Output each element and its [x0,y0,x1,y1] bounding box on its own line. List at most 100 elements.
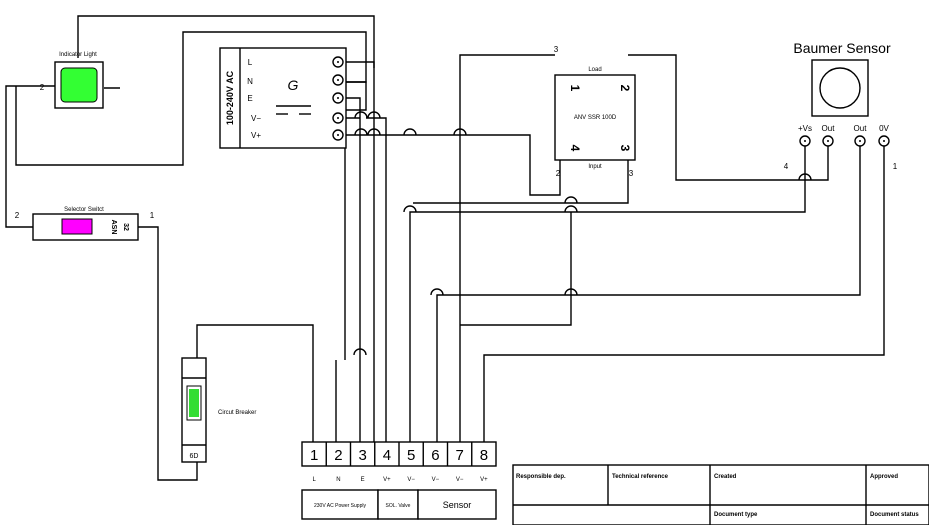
breaker-label: Circut Breaker [218,410,256,416]
group-box-sensor [417,489,497,520]
ssr-body [554,74,636,161]
baumer-sensor: Baumer Sensor +Vs Out Out 0V 4 1 [784,40,898,171]
terminal-signal: V− [456,477,464,483]
terminal-number: 5 [407,447,415,464]
ssr-outer-pin: 3 [629,169,634,178]
ssr-outer-pin: 2 [556,169,561,178]
psu-terminal-l: L [248,58,253,67]
wire-psu-e-t3 [346,97,361,442]
terminal-signal: E [361,477,365,483]
wire-sensor-0v [483,143,885,442]
breaker-handle [189,389,199,417]
sensor-terminal-out1: Out [822,124,836,133]
indicator-label: Indicator Light [59,52,97,58]
solid-state-relay: Load Input ANV SSR 100D 1 2 4 3 3 2 3 [554,45,636,178]
psu-terminal-e: E [247,94,252,103]
wire-indicator-top [77,15,375,68]
crossing [354,128,368,136]
crossing [430,288,444,296]
terminal-number: 3 [358,447,366,464]
ssr-pin-3: 3 [618,145,632,152]
crossing [798,173,812,181]
ssr-model: ANV SSR 100D [574,115,617,121]
ssr-outer-pin: 3 [554,45,559,54]
title-block-frame [512,464,929,525]
wires [5,15,885,481]
wire-psu-vminus [346,117,387,442]
terminal-number: 7 [455,447,463,464]
psu-voltage: 100-240V AC [225,70,235,125]
terminal-number: 6 [431,447,439,464]
indicator-lamp [60,67,98,103]
sensor-terminal-vs: +Vs [798,124,812,133]
terminal-number: 2 [334,447,342,464]
sensor-lens [819,67,861,109]
wire-sensor-out [436,143,861,442]
selector-pin-left: 2 [15,211,20,220]
psu-symbol: G [288,77,299,93]
crossing [403,205,417,213]
wire-ssr-2 [460,212,572,326]
title-doc-status: Document status [870,512,919,518]
power-supply: 100-240V AC G L N E V− V+ [219,47,347,149]
title-created: Created [714,474,737,480]
selector-label: Selector Switct [64,207,104,213]
crossing [354,111,368,119]
wire-psu-vplus [346,134,561,196]
selector-pin-right: 1 [150,211,155,220]
crossing [367,128,381,136]
wire-ssr-load [409,54,555,442]
crossing [367,111,381,119]
title-block: Responsible dep. Technical reference Cre… [512,464,929,525]
sensor-terminal-0v: 0V [879,124,889,133]
wire-crossings [353,111,812,356]
terminal-signal: V− [407,477,415,483]
ssr-load-label: Load [588,67,601,73]
group-label-sensor: Sensor [443,500,472,510]
selector-knob [61,218,93,235]
wire-psu-n-t2 [335,81,367,442]
psu-body [219,47,347,149]
selector-code1: ASN [110,220,117,235]
psu-terminal-n: N [247,77,253,86]
ssr-pin-2: 2 [618,85,632,92]
wire-ssr-input-3 [413,160,629,204]
indicator-pin: 2 [40,83,45,92]
title-responsible: Responsible dep. [516,474,566,480]
group-box-valve [377,489,419,520]
title-technical: Technical reference [612,474,669,480]
terminal-number: 4 [383,447,391,464]
ssr-input-label: Input [588,164,602,170]
group-label-valve: SOL. Valve [386,503,411,509]
wire-breaker-t1 [196,324,314,442]
wire-indicator-selector [5,85,55,228]
sensor-pin-left: 4 [784,162,789,171]
ssr-pin-4: 4 [568,145,582,152]
crossing [564,205,578,213]
ssr-pin-1: 1 [568,85,582,92]
title-approved: Approved [870,474,898,480]
circuit-breaker: 6D Circut Breaker [181,357,256,463]
title-doc-type: Document type [714,512,758,518]
selector-body [32,213,139,241]
selector-switch: Selector Switct ASN 32 2 1 [15,207,155,241]
crossing [353,348,367,356]
group-label-psu: 230V AC Power Supply [314,503,366,509]
terminal-signal: N [336,477,340,483]
wire-ssr-load-2 [628,54,829,181]
terminal-signal: V− [432,477,440,483]
psu-terminal-vminus: V− [251,114,261,123]
terminal-number: 8 [480,447,488,464]
terminal-signal: L [312,477,316,483]
wire-selector-breaker [138,226,198,481]
breaker-rating: 6D [190,453,199,460]
indicator-light: Indicator Light 2 [40,52,104,109]
terminal-signal: V+ [480,477,488,483]
sensor-title: Baumer Sensor [793,40,891,56]
sensor-terminal-out2: Out [854,124,868,133]
terminal-number: 1 [310,447,318,464]
crossing [564,196,578,204]
